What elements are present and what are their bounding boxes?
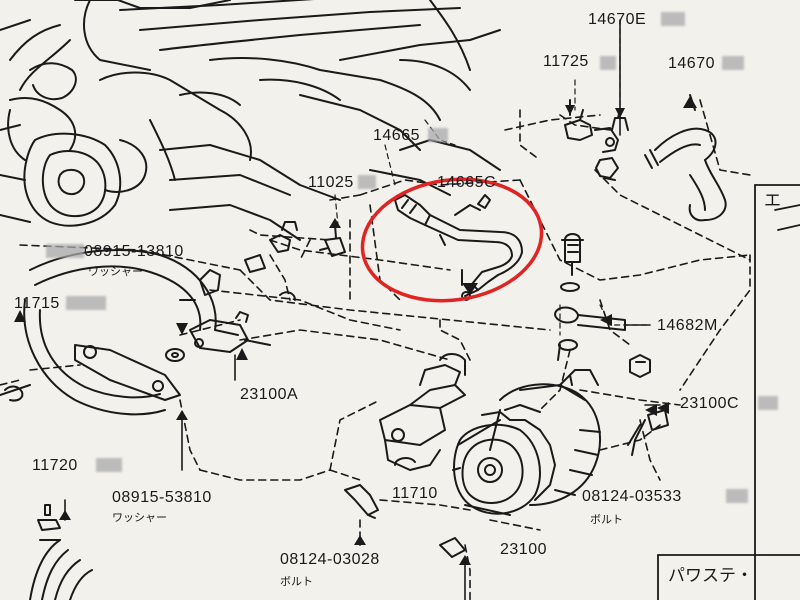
part-number-08124-03533: 08124-03533: [582, 488, 682, 505]
pump-pulley: [452, 419, 541, 516]
redaction-mark: [600, 56, 616, 70]
part-number-11710: 11710: [392, 485, 438, 502]
part-number-23100C: 23100C: [680, 395, 740, 412]
side-panel-borders: [657, 184, 800, 600]
union-bolt: [554, 233, 626, 361]
part-note-washer: ワッシャー: [88, 265, 143, 278]
part-number-11715: 11715: [14, 295, 60, 312]
part-number-23100A: 23100A: [240, 386, 299, 403]
redaction-mark: [96, 458, 122, 472]
redaction-mark: [758, 396, 778, 410]
part-number-11025: 11025: [308, 174, 354, 191]
part-number-23100: 23100: [500, 541, 547, 558]
washer: [165, 348, 185, 362]
part-note-bolt: ボルト: [590, 513, 623, 526]
highlight-circle: [360, 177, 544, 303]
part-number-11720: 11720: [32, 457, 78, 474]
power-steering-pump: [481, 369, 601, 506]
side-panel-caption: パワステ・: [668, 566, 753, 586]
redaction-mark: [722, 56, 744, 70]
part-number-14665: 14665: [373, 127, 420, 144]
redaction-mark: [726, 489, 748, 503]
pointer-arrows: [14, 96, 697, 565]
part-number-11725: 11725: [543, 53, 589, 70]
bolt-lower: [344, 484, 466, 558]
redaction-mark: [661, 12, 685, 26]
redaction-mark: [46, 244, 84, 258]
part-number-08915-53810: 08915-53810: [112, 489, 212, 506]
side-panel-heading: エ: [764, 191, 781, 211]
pressure-switch: [319, 224, 346, 257]
part-number-14670: 14670: [668, 55, 715, 72]
drive-belt: [29, 504, 93, 600]
part-note-bolt: ボルト: [280, 575, 313, 588]
nut: [629, 354, 651, 378]
part-number-08915-13810: 08915-13810: [84, 243, 184, 260]
part-note-washer: ワッシャー: [112, 511, 167, 524]
part-number-14665C: 14665C: [437, 174, 497, 191]
redaction-mark: [428, 128, 448, 142]
bolt: [627, 409, 669, 456]
engine-block: [0, 0, 501, 241]
part-number-14682M: 14682M: [657, 317, 718, 334]
part-number-14670E: 14670E: [588, 11, 647, 28]
return-hose: [644, 94, 727, 222]
redaction-mark: [66, 296, 106, 310]
redaction-mark: [358, 175, 376, 189]
adjusting-bracket: [179, 221, 298, 353]
mounting-bracket: [379, 353, 466, 471]
part-number-08124-03028: 08124-03028: [280, 551, 380, 568]
